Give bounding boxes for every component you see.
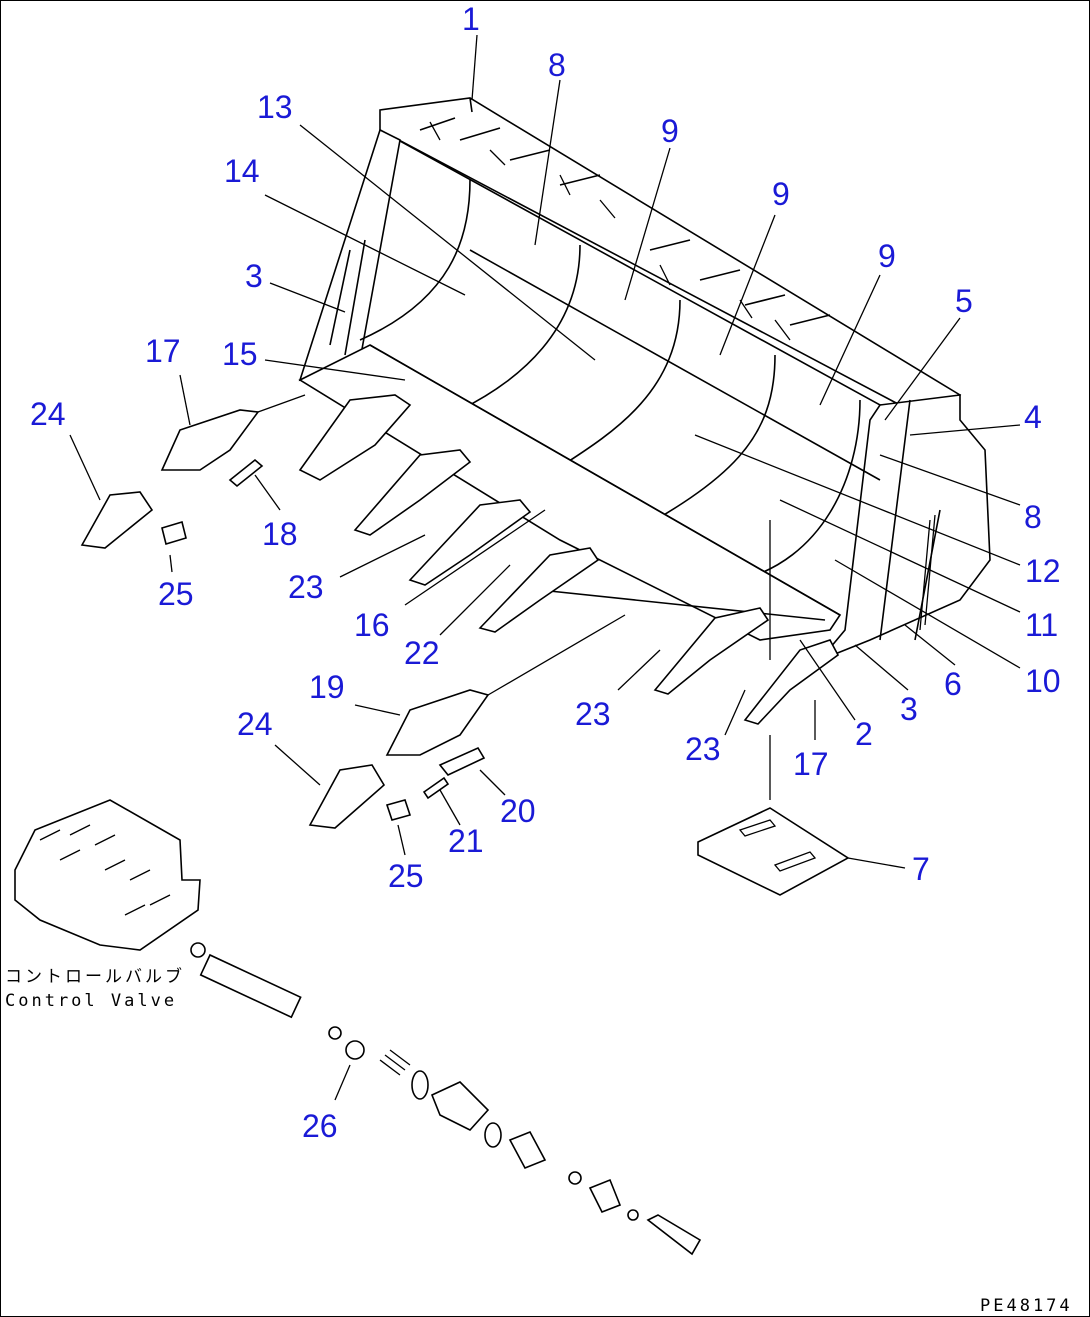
callout-15: 15 — [222, 336, 258, 372]
callout-22: 22 — [404, 635, 440, 671]
control-valve-label-jp: コントロールバルブ — [5, 966, 185, 987]
callout-11: 11 — [1025, 607, 1058, 643]
callout-23: 23 — [685, 731, 721, 767]
bucket-body — [298, 97, 991, 661]
callout-6: 6 — [944, 666, 962, 702]
callout-5: 5 — [955, 283, 973, 319]
callout-9: 9 — [772, 176, 790, 212]
callout-7: 7 — [912, 851, 930, 887]
callout-24: 24 — [30, 396, 66, 432]
callout-8: 8 — [1024, 499, 1042, 535]
control-valve — [14, 799, 201, 951]
callout-3: 3 — [245, 258, 263, 294]
callout-14: 14 — [224, 153, 260, 189]
callout-17: 17 — [145, 333, 181, 369]
callout-4: 4 — [1024, 399, 1042, 435]
callout-2: 2 — [855, 716, 873, 752]
teeth-row — [298, 394, 840, 725]
callout-18: 18 — [262, 516, 298, 552]
tooth-assembly-upper — [80, 394, 306, 549]
callout-21: 21 — [448, 823, 484, 859]
callout-8: 8 — [548, 47, 566, 83]
callout-26: 26 — [302, 1108, 338, 1144]
callout-24: 24 — [237, 706, 273, 742]
callout-10: 10 — [1025, 663, 1061, 699]
callout-25: 25 — [388, 858, 424, 894]
callout-1: 1 — [462, 1, 480, 37]
leader-lines — [69, 34, 1021, 1101]
callout-17: 17 — [793, 746, 829, 782]
callout-16: 16 — [354, 607, 390, 643]
callout-9: 9 — [661, 113, 679, 149]
callout-23: 23 — [575, 696, 611, 732]
drawing-number: PE48174 — [980, 1296, 1073, 1316]
callout-20: 20 — [500, 793, 536, 829]
callout-9: 9 — [878, 238, 896, 274]
tooth-assembly-lower — [308, 614, 626, 829]
callout-23: 23 — [288, 569, 324, 605]
callout-13: 13 — [257, 89, 293, 125]
callout-3: 3 — [900, 691, 918, 727]
wear-plate — [697, 807, 850, 896]
callout-25: 25 — [158, 576, 194, 612]
callout-12: 12 — [1025, 553, 1061, 589]
callout-19: 19 — [309, 669, 345, 705]
spool-parts — [190, 942, 702, 1256]
callout-numbers: 1 8 13 9 9 14 9 3 5 17 15 4 24 8 18 12 2… — [30, 1, 1061, 1144]
control-valve-label-en: Control Valve — [5, 991, 177, 1011]
